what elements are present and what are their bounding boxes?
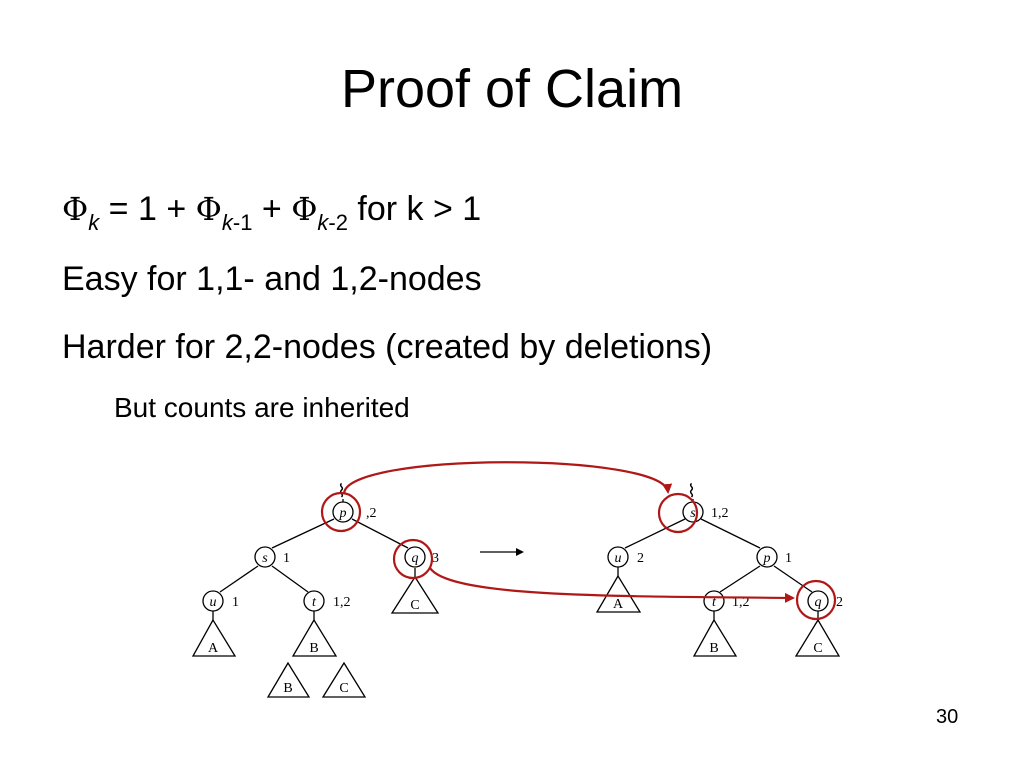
node-s-right: s 1,2	[682, 501, 729, 523]
subtree-b-split: B	[266, 661, 311, 698]
edge-s-u-right	[624, 518, 686, 549]
subtree-b-right-label: B	[709, 641, 718, 656]
subtree-a-label: A	[208, 641, 219, 656]
edge-p-q-right	[773, 565, 813, 593]
subtree-c-label: C	[410, 598, 419, 613]
bullet-harder-nodes: Harder for 2,2-nodes (created by deletio…	[62, 328, 713, 366]
subscript-k1: k	[221, 210, 233, 235]
subtree-c-left: C	[390, 575, 440, 614]
edge-s-u	[219, 565, 259, 593]
highlight-circle-s-right	[657, 492, 699, 534]
recurrence-formula: Φk = 1 + Φk-1 + Φk-2 for k > 1	[62, 190, 482, 235]
node-s-right-label: s	[690, 506, 696, 521]
highlight-circle-q-left	[392, 538, 434, 580]
formula-equals-text: = 1 +	[99, 190, 196, 228]
subscript-minus2: -2	[328, 210, 348, 235]
subtree-b-right: B	[692, 618, 738, 657]
node-s-count: 1	[283, 551, 290, 566]
subtree-c-right: C	[794, 618, 841, 657]
sub-bullet-inherited: But counts are inherited	[114, 392, 410, 423]
node-u-label: u	[210, 595, 217, 610]
subscript-k: k	[88, 210, 100, 235]
node-t-right: t 1,2	[703, 590, 750, 612]
subtree-c-right-label: C	[813, 641, 822, 656]
node-s-left: s 1	[254, 546, 290, 568]
highlight-circle-q-right	[795, 579, 837, 621]
node-q-right: q 2	[807, 590, 843, 612]
page-number: 30	[936, 706, 959, 728]
node-s-label: s	[262, 551, 268, 566]
phi-symbol-3: Φ	[291, 190, 318, 228]
left-top-marker: ⌇	[337, 481, 346, 502]
subtree-a-left: A	[191, 618, 237, 657]
node-q-left: q 3	[404, 546, 439, 568]
bullet-easy-nodes: Easy for 1,1- and 1,2-nodes	[62, 260, 482, 298]
highlight-circle-p-left	[320, 491, 362, 533]
node-q-count: 3	[432, 551, 439, 566]
node-p-right-label: p	[763, 551, 771, 566]
phi-symbol-2: Φ	[195, 190, 222, 228]
node-t-right-label: t	[712, 595, 717, 610]
subtree-c2-label: C	[339, 681, 348, 696]
node-t-left: t 1,2	[303, 590, 351, 612]
subtree-a-right: A	[595, 574, 642, 613]
edge-s-t	[271, 565, 309, 593]
subscript-k2: k	[317, 210, 329, 235]
edge-s-p-right	[700, 518, 761, 549]
node-t-label: t	[312, 595, 317, 610]
highlight-annotations	[320, 461, 837, 621]
right-tree: ⌇	[617, 481, 819, 620]
edge-p-q	[351, 518, 409, 549]
node-p-count: ,2	[366, 506, 377, 521]
node-q-label: q	[412, 551, 419, 566]
subtree-b-left: B	[291, 618, 338, 657]
edge-p-t-right	[719, 565, 761, 593]
subtree-b-label: B	[309, 641, 318, 656]
node-u-left: u 1	[202, 590, 239, 612]
node-s-right-count: 1,2	[711, 506, 729, 521]
node-u-count: 1	[232, 595, 239, 610]
formula-plus-text: +	[252, 190, 292, 228]
node-p-right-count: 1	[785, 551, 792, 566]
node-u-right-count: 2	[637, 551, 644, 566]
node-p-left: p ,2	[332, 501, 377, 523]
count-arrow-p-to-s	[342, 461, 673, 495]
edge-p-s	[271, 518, 335, 549]
phi-symbol: Φ	[62, 190, 89, 228]
node-p-right: p 1	[756, 546, 792, 568]
subtree-b2-label: B	[283, 681, 292, 696]
node-t-count: 1,2	[333, 595, 351, 610]
left-tree: ⌇	[212, 481, 416, 620]
slide-title: Proof of Claim	[340, 59, 684, 119]
node-q-right-label: q	[815, 595, 822, 610]
subtree-c-split: C	[321, 661, 367, 698]
node-t-right-count: 1,2	[732, 595, 750, 610]
node-u-right: u 2	[607, 546, 644, 568]
node-u-right-label: u	[615, 551, 622, 566]
node-p-label: p	[339, 506, 347, 521]
count-arrow-q-to-q	[429, 567, 795, 603]
subscript-minus1: -1	[232, 210, 253, 235]
transform-arrow	[480, 548, 524, 556]
right-top-marker: ⌇	[687, 481, 696, 502]
subtree-a-right-label: A	[613, 597, 624, 612]
node-q-right-count: 2	[836, 595, 843, 610]
formula-tail-text: for k > 1	[347, 190, 482, 228]
